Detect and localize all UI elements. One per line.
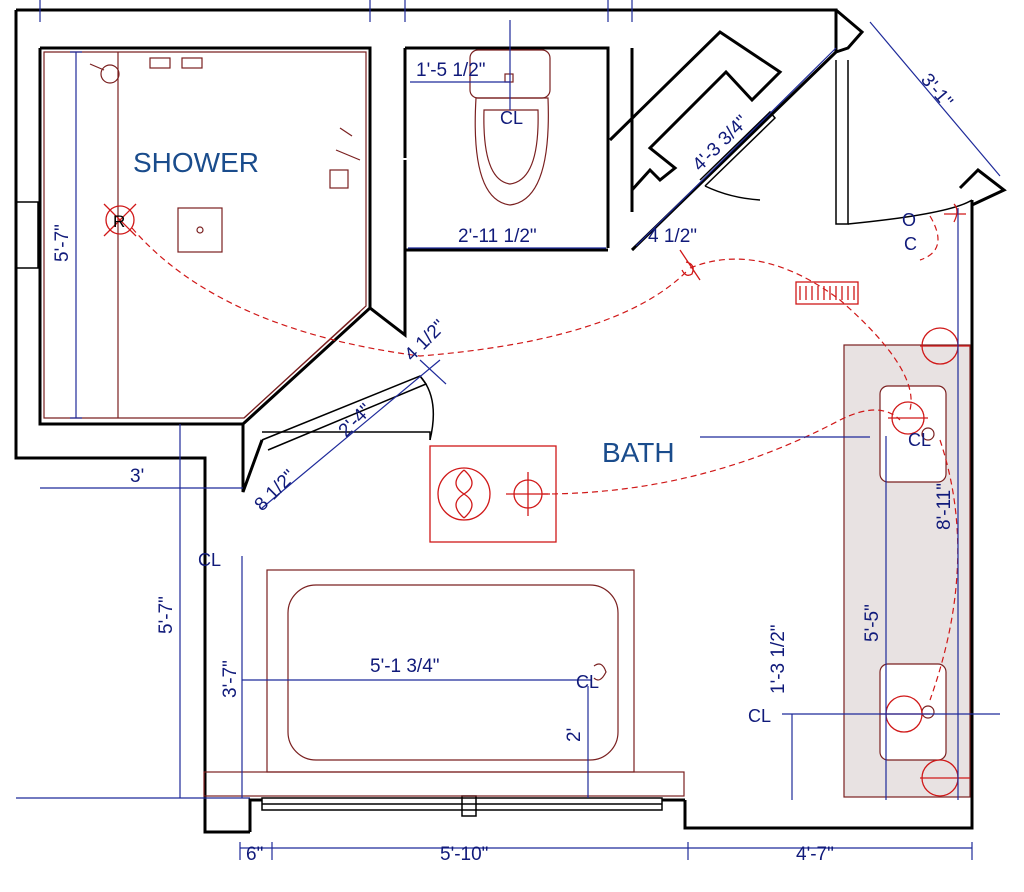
shower-light-icon: R [103,203,137,237]
switch-icon [679,203,966,281]
shower-partition [241,424,264,493]
dim-bottom-window: 5'-10" [440,844,488,865]
dim-toilet-offset: 1'-5 1/2" [416,60,486,81]
outlet-c-label: C [904,234,917,254]
dim-shower-height: 5'-7" [52,224,73,262]
drain-hole [196,226,204,234]
bath-right-wall [683,200,974,830]
shower-label: SHOWER [133,147,259,178]
dim-left-height: 5'-7" [156,596,177,634]
wiring-run [131,227,689,357]
dim-vanity-low: 1'-3 1/2" [768,624,789,694]
left-window [15,201,39,269]
cl-sink-low: CL [748,706,771,726]
dim-wall-4half-top: 4 1/2" [648,226,697,247]
light-fixture-icon [880,327,970,797]
wiring-run [689,258,912,411]
dim-tub-height: 3'-7" [220,660,241,698]
shower-glass [117,52,361,419]
cl-sink-top: CL [908,430,931,450]
vanity-counter [843,344,971,798]
dim-vanity-total: 8'-11" [934,483,955,530]
dim-tub-width: 5'-1 3/4" [370,656,440,677]
cl-tub: CL [576,672,599,692]
dim-wall-4half-mid: 4 1/2" [401,316,451,366]
shower-enclosure [43,51,367,419]
sink-icon [879,663,947,761]
bath-bottom-wall [248,798,685,832]
sink-icon [879,385,947,483]
dim-wall-8half: 8 1/2" [251,466,301,516]
shower-outer-wall [14,8,838,834]
electrical-layer: O C [131,203,970,797]
shower-inner-wall [38,48,372,426]
outlet-o-label: O [902,210,916,230]
dim-tub-2: 2' [564,728,585,742]
shower-light-label: R [113,212,125,231]
bathtub-icon [203,569,685,797]
shower-valve-icon [329,127,361,189]
walls [14,8,1007,834]
dim-toilet-width: 2'-11 1/2" [458,226,537,247]
dim-vanity-sink: 5'-5" [862,604,883,642]
exhaust-fan-icon [429,445,557,543]
bath-label: BATH [602,437,675,468]
heat-register-icon [795,281,859,305]
toilet-room-wall [403,46,610,252]
dim-door-width: 3'-1" [916,70,956,112]
dim-shower-door: 2'-4" [335,400,377,442]
window-mullion [461,795,477,817]
wiring-run [929,439,959,701]
cl-tub-wall: CL [198,550,221,570]
dimension-lines [16,0,1001,860]
door-swing-icon [261,60,973,451]
dim-left-3: 3' [130,466,144,487]
dim-bottom-6: 6" [246,844,263,865]
wiring-run [919,215,939,261]
cl-toilet: CL [500,108,523,128]
wiring-run [541,409,901,495]
shower-area: SHOWER R [43,51,367,419]
showerhead-icon [89,57,203,84]
centerline-marks: CL CL CL CL CL [198,108,931,726]
shower-drain-icon [177,207,223,253]
dim-bottom-right: 4'-7" [796,844,834,865]
dimension-labels: 5'-7" 1'-5 1/2" 4'-3 3/4" 3'-1" 2'-11 1/… [52,60,957,865]
